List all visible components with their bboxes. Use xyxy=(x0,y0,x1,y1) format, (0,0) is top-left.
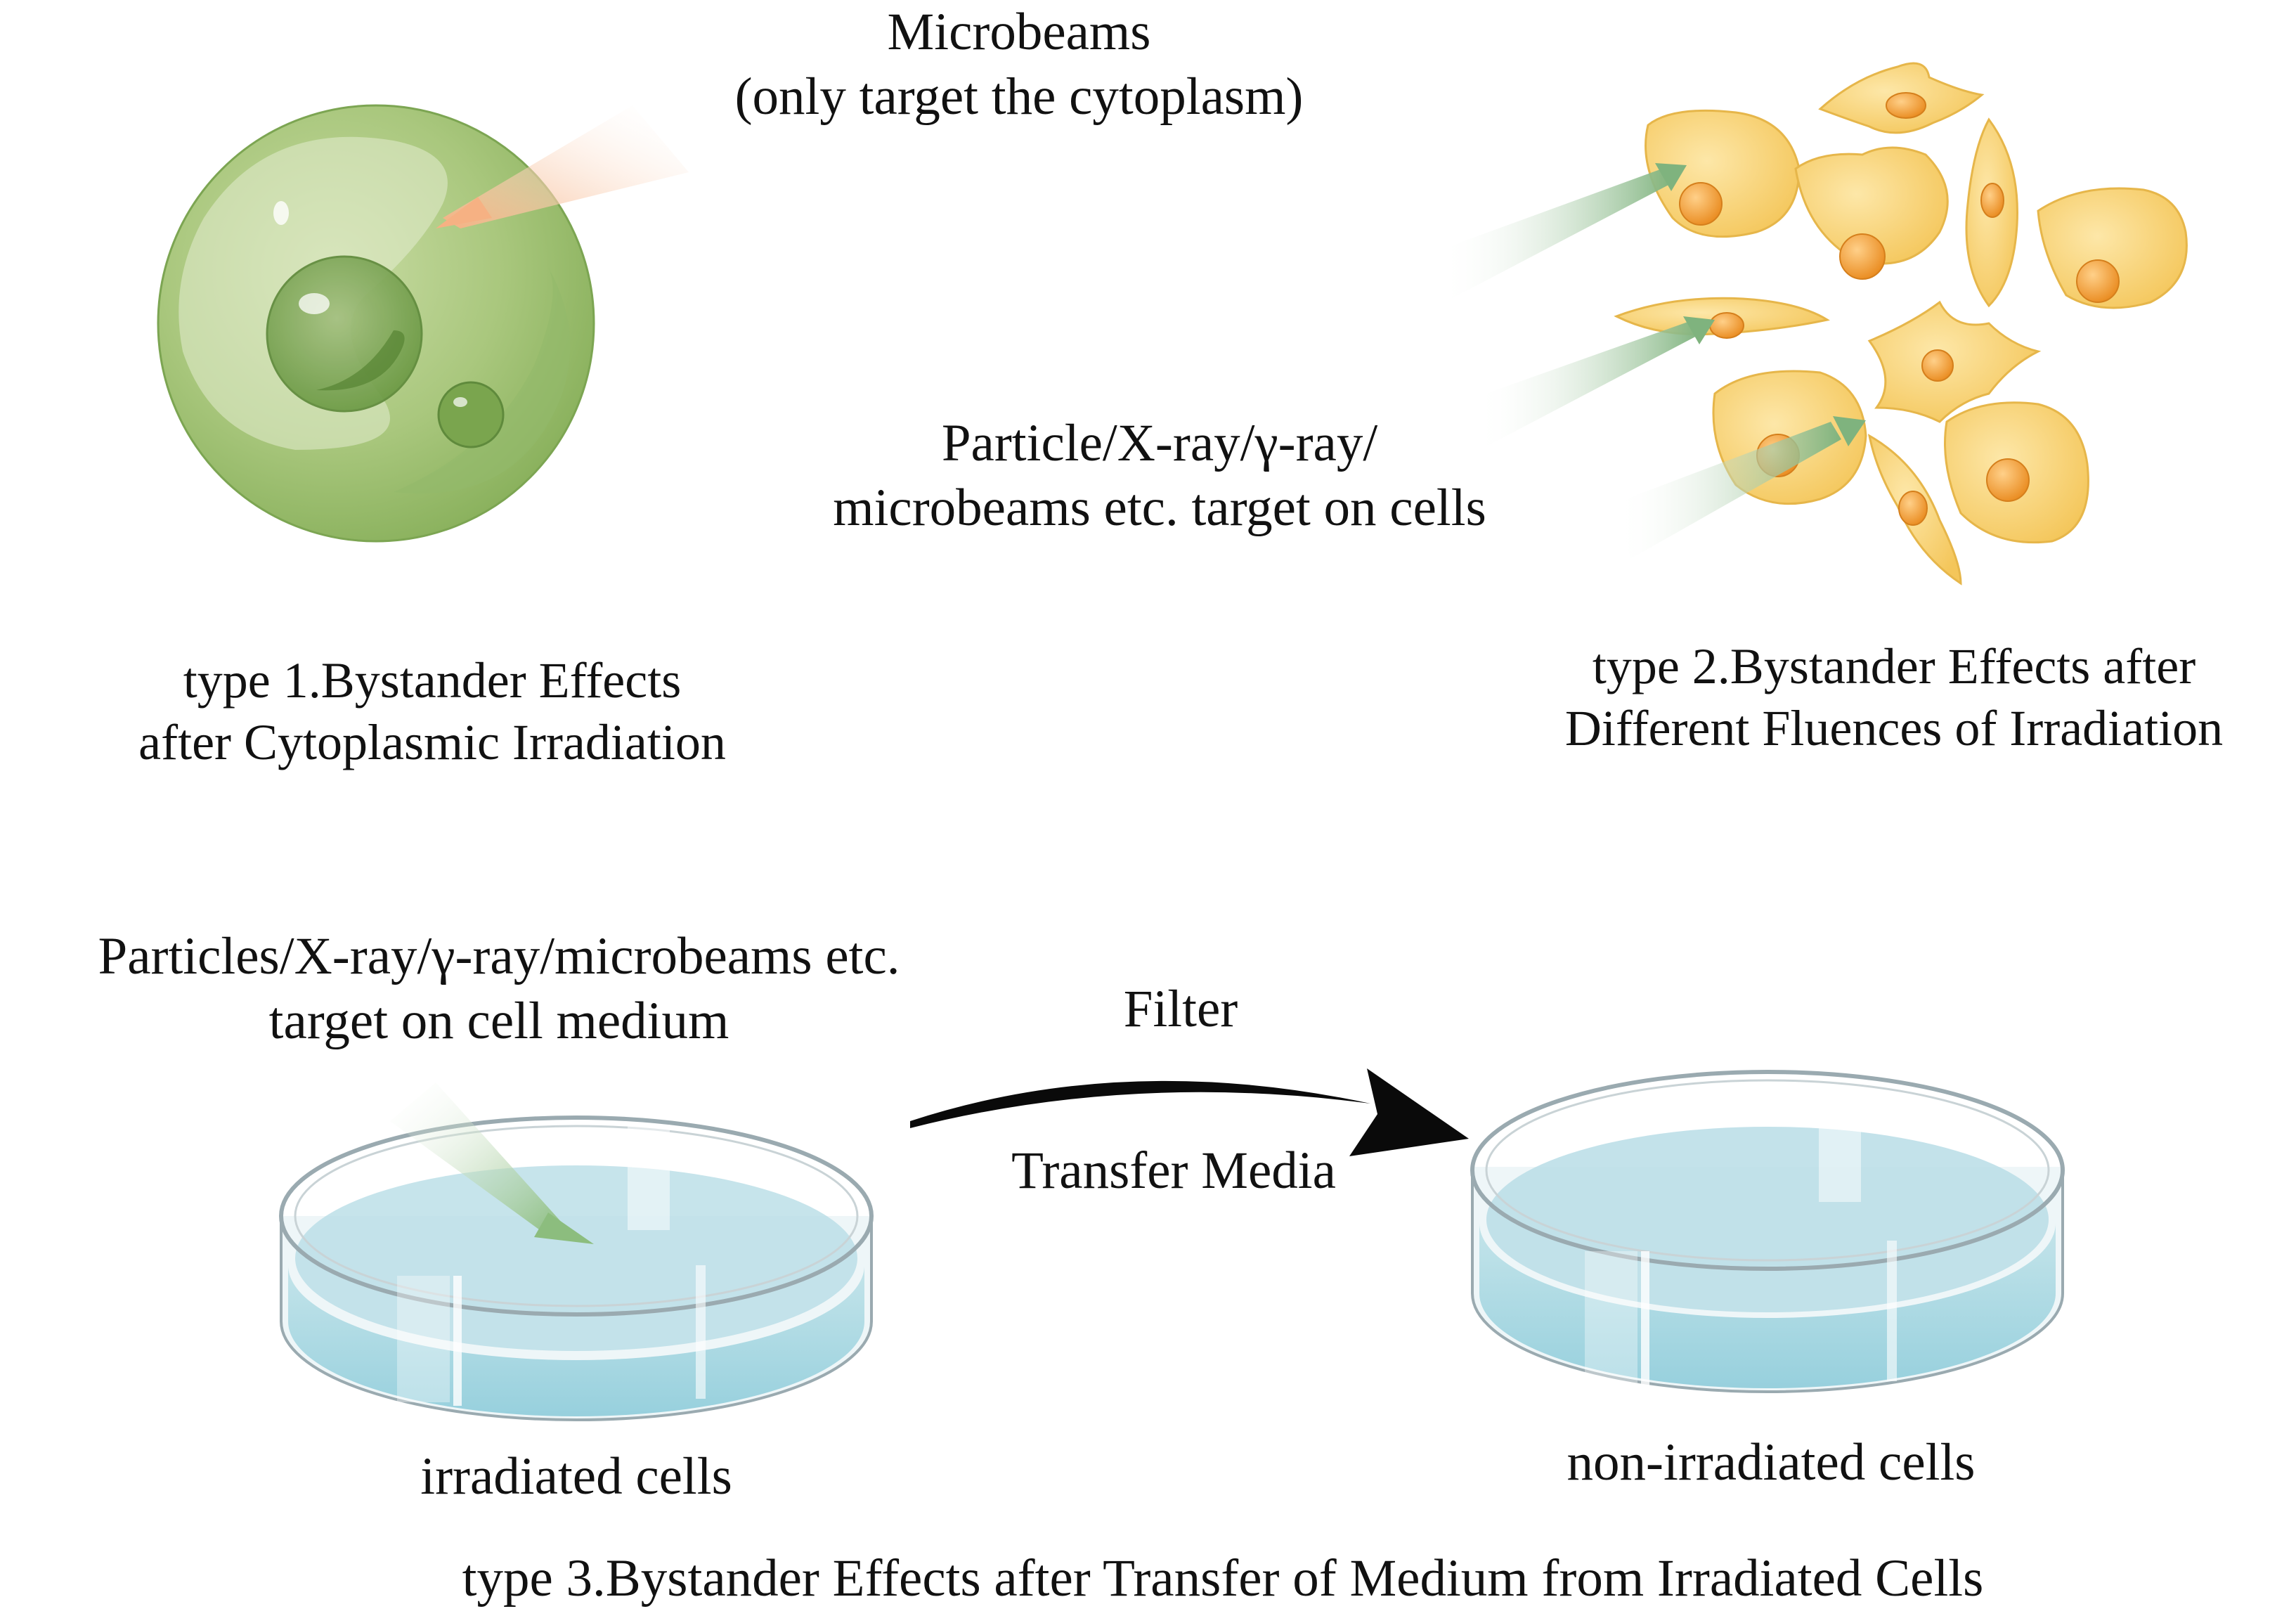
microbeam-orange-arrow xyxy=(436,105,689,228)
type1-caption: type 1.Bystander Effects after Cytoplasm… xyxy=(49,650,815,774)
orange-nuclei xyxy=(1679,92,2120,526)
medium-beam-green-arrow xyxy=(390,1082,594,1244)
type2-caption-line1: type 2.Bystander Effects after xyxy=(1592,638,2196,694)
particle-beam-label-line1: Particle/X-ray/γ-ray/ xyxy=(941,414,1378,472)
type3-caption: type 3.Bystander Effects after Transfer … xyxy=(462,1549,1984,1608)
microbeams-label-line2: (only target the cytoplasm) xyxy=(734,67,1304,126)
irradiated-cells-label: irradiated cells xyxy=(420,1447,732,1506)
type2-caption: type 2.Bystander Effects after Different… xyxy=(1493,636,2295,760)
irradiated-dish xyxy=(279,1116,874,1421)
type1-caption-line2: after Cytoplasmic Irradiation xyxy=(138,713,726,770)
particle-beam-label: Particle/X-ray/γ-ray/ microbeams etc. ta… xyxy=(738,411,1581,540)
particle-beam-green-arrows xyxy=(1441,163,1866,559)
transfer-arrow xyxy=(910,1068,1469,1156)
type1-caption-line1: type 1.Bystander Effects xyxy=(183,652,682,709)
filter-label: Filter xyxy=(1123,980,1238,1038)
microbeams-label: Microbeams (only target the cytoplasm) xyxy=(647,0,1392,129)
cell-nucleus xyxy=(266,255,423,413)
medium-beam-label-line2: target on cell medium xyxy=(268,991,729,1050)
particle-beam-label-line2: microbeams etc. target on cells xyxy=(833,478,1486,537)
non-irradiated-cells-label: non-irradiated cells xyxy=(1567,1433,1976,1492)
medium-beam-label-line1: Particles/X-ray/γ-ray/microbeams etc. xyxy=(98,927,900,985)
microbeams-label-line1: Microbeams xyxy=(887,3,1151,61)
medium-beam-label: Particles/X-ray/γ-ray/microbeams etc. ta… xyxy=(0,924,998,1053)
transfer-media-label: Transfer Media xyxy=(1011,1142,1336,1200)
cell-organelle xyxy=(437,381,505,448)
type2-caption-line2: Different Fluences of Irradiation xyxy=(1564,699,2224,756)
non-irradiated-dish xyxy=(1470,1070,2065,1393)
